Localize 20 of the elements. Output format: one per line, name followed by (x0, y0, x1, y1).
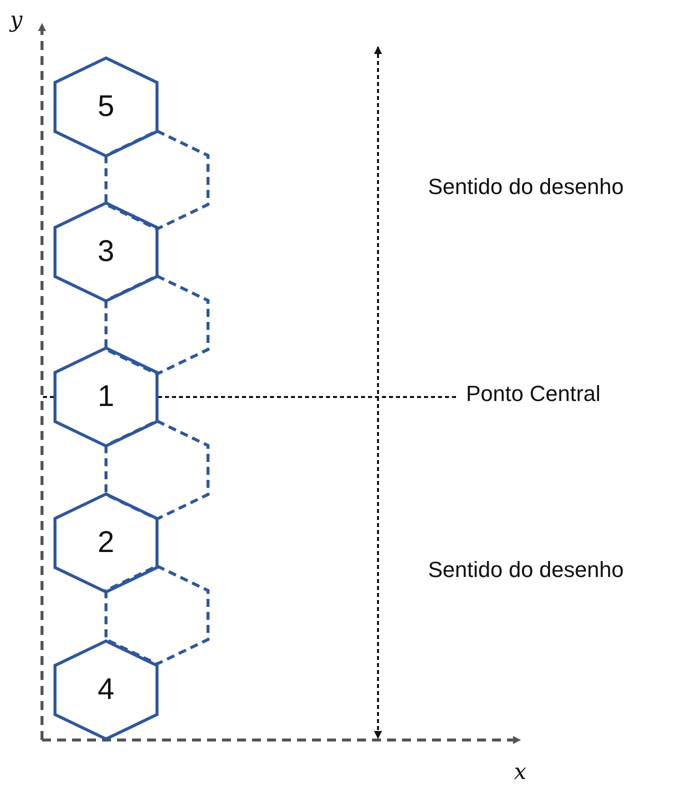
axis-label: x (514, 760, 526, 786)
callout-text: Ponto Central (466, 381, 601, 408)
hexagon (55, 58, 157, 156)
direction-label: Sentido do desenho (428, 174, 624, 200)
hexagon (55, 203, 157, 301)
cell-number: 1 (96, 382, 116, 412)
axis-label: y (10, 8, 22, 34)
direction-label: Sentido do desenho (428, 557, 624, 584)
hexagon (55, 641, 157, 739)
cell-number: 5 (96, 92, 116, 122)
cell-number: 2 (96, 528, 116, 558)
dashed-hexagon (106, 131, 208, 229)
hexagon (55, 348, 157, 446)
cell-number: 4 (96, 675, 116, 705)
dashed-hexagon (106, 566, 208, 664)
dashed-hexagon (106, 421, 208, 519)
hexagon (55, 494, 157, 592)
dashed-hexagon (106, 276, 208, 374)
cell-number: 3 (96, 237, 116, 267)
leader-line (157, 396, 456, 398)
